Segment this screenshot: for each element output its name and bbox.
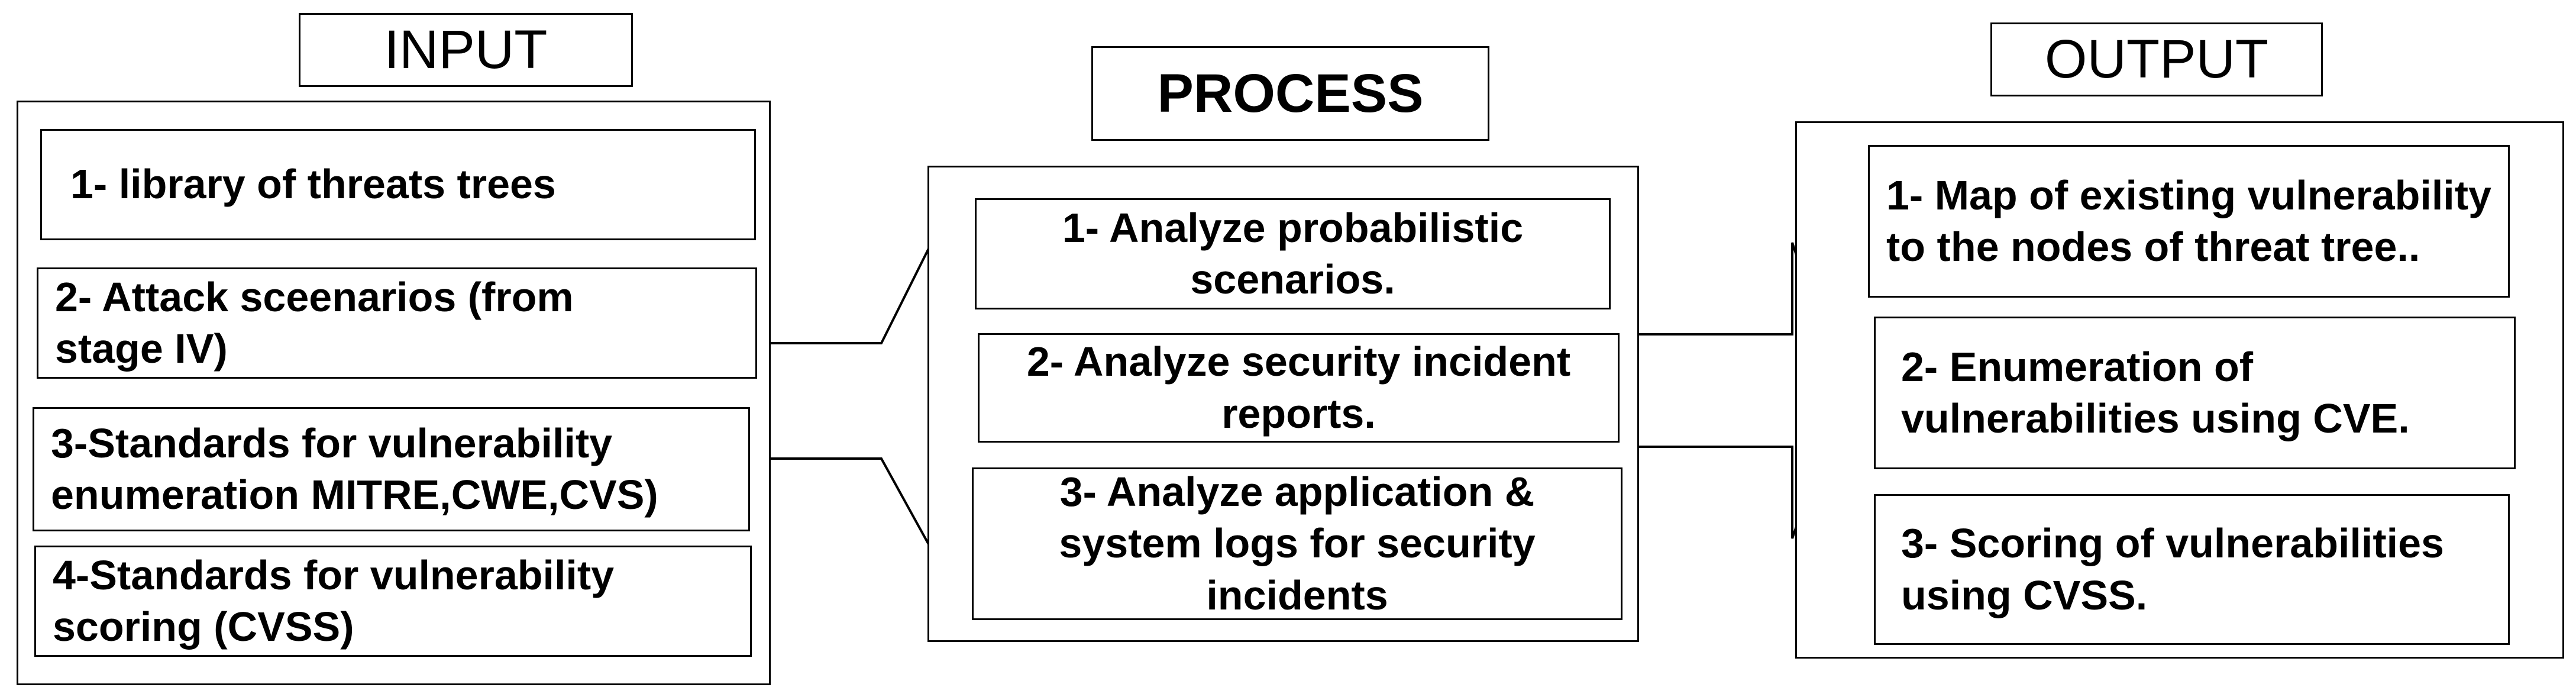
process-item-logs: 3- Analyze application & system logs for… <box>972 467 1622 620</box>
output-item-label: 3- Scoring of vulnerabilities using CVSS… <box>1901 520 2444 618</box>
output-item-label: 1- Map of existing vulnerability to the … <box>1886 172 2491 270</box>
process-item-label: 2- Analyze security incident reports. <box>1026 338 1571 437</box>
input-item-label: 4-Standards for vulnerability scoring (C… <box>53 551 615 650</box>
process-item-incident-reports: 2- Analyze security incident reports. <box>978 333 1620 443</box>
input-item-threat-trees: 1- library of threats trees <box>40 129 756 240</box>
input-item-label: 1- library of threats trees <box>70 161 556 208</box>
process-item-label: 3- Analyze application & system logs for… <box>1059 468 1536 618</box>
process-title: PROCESS <box>1091 46 1489 141</box>
output-title: OUTPUT <box>1990 22 2323 96</box>
output-item-cve-enumeration: 2- Enumeration of vulnerabilities using … <box>1874 317 2516 469</box>
output-item-label: 2- Enumeration of vulnerabilities using … <box>1901 343 2410 442</box>
process-item-label: 1- Analyze probabilistic scenarios. <box>1062 204 1524 303</box>
input-item-scoring-standards: 4-Standards for vulnerability scoring (C… <box>34 546 752 657</box>
input-title: INPUT <box>299 13 633 87</box>
output-item-cvss-scoring: 3- Scoring of vulnerabilities using CVSS… <box>1874 494 2510 645</box>
output-item-vulnerability-map: 1- Map of existing vulnerability to the … <box>1868 145 2510 298</box>
input-item-label: 2- Attack sceenarios (from stage IV) <box>55 273 574 372</box>
process-item-probabilistic-scenarios: 1- Analyze probabilistic scenarios. <box>975 198 1611 309</box>
input-item-label: 3-Standards for vulnerability enumeratio… <box>51 420 658 518</box>
input-item-attack-scenarios: 2- Attack sceenarios (from stage IV) <box>37 267 757 379</box>
input-item-enumeration-standards: 3-Standards for vulnerability enumeratio… <box>33 407 750 531</box>
